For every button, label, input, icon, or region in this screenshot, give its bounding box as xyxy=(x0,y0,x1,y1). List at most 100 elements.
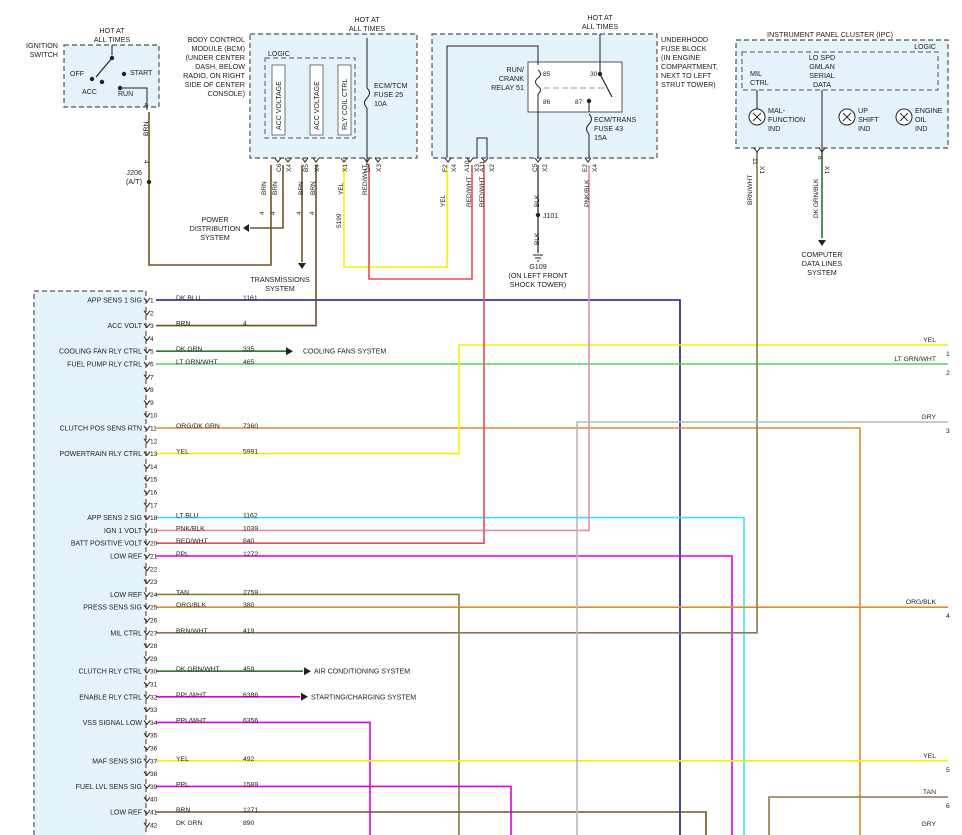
ipc-pin-connector-icon xyxy=(753,147,761,153)
bcm-circuit-label: 5199 xyxy=(336,213,343,228)
ecm-wire-color: LT BLU xyxy=(176,513,199,520)
ecm-wire-color: PPL xyxy=(176,551,189,558)
ecm-circuit-number: 7360 xyxy=(243,423,258,430)
ecm-circuit-number: 1039 xyxy=(243,525,258,532)
bcm-title: CONSOLE) xyxy=(207,89,245,98)
ecm-pin-connector-icon xyxy=(143,707,151,713)
ecm-pin-signal: LOW REF xyxy=(110,810,142,817)
bcm-fuse-label: ECM/TCM xyxy=(374,81,408,90)
right-reference-wire: GRY xyxy=(921,414,936,421)
ecm-pin-signal: POWERTRAIN RLY CTRL xyxy=(60,451,143,458)
relay-pin-label: 86 xyxy=(543,99,551,106)
ufb-wire-label: RED/WHT xyxy=(466,177,473,207)
ufb-title: (IN ENGINE xyxy=(661,53,700,62)
bcm-title: (UNDER CENTER xyxy=(186,53,246,62)
lamp-filament xyxy=(842,112,852,122)
indicator-label: MAL- xyxy=(768,106,786,115)
ecm-pin-connector-icon xyxy=(143,758,151,764)
bcm-wire-label: BRN xyxy=(310,181,317,195)
ecm-wire-color: DK GRN xyxy=(176,346,203,353)
ecm-pin-number: 5 xyxy=(150,349,154,356)
wire-ppl-1272 xyxy=(156,555,733,835)
arrow-down-icon xyxy=(818,240,826,246)
indicator-label: IND xyxy=(858,124,870,133)
ecm-pin-number: 32 xyxy=(150,694,158,701)
wire-ppl-wht-6356 xyxy=(156,721,371,835)
ignition-switch-box xyxy=(63,44,160,108)
bcm-pin-label: X1 xyxy=(342,164,349,172)
ecm-wire-color: ORG/DK GRN xyxy=(176,423,220,430)
bcm-fuse-label: FUSE 25 xyxy=(374,90,403,99)
ecm-pin-number: 13 xyxy=(150,451,158,458)
relay-pin-label: 87 xyxy=(575,99,583,106)
ipc-pin-connector-icon xyxy=(818,147,826,153)
ignition-pin: 4 xyxy=(142,103,149,107)
ecm-circuit-number: 335 xyxy=(243,346,255,353)
ecm-pin-connector-icon xyxy=(143,361,151,367)
ecm-pin-connector-icon xyxy=(143,323,151,329)
ufb-hot-label: ALL TIMES xyxy=(582,22,619,31)
bcm-pin-label: B5 xyxy=(303,164,310,172)
ecm-pin-connector-icon xyxy=(143,553,151,559)
ecm-pin-connector-icon xyxy=(143,387,151,393)
cooling-fans-system-label: COOLING FANS SYSTEM xyxy=(303,349,386,356)
ecm-pin-connector-icon xyxy=(143,720,151,726)
ufb-pin-label: F2 xyxy=(442,164,449,172)
bcm-pin-connector-icon xyxy=(312,157,320,163)
relay-label: CRANK xyxy=(499,74,524,83)
bcm-wire-label: YEL xyxy=(338,182,345,195)
arrow-right-icon xyxy=(304,667,311,676)
ecm-pin-number: 9 xyxy=(150,400,154,407)
ignition-start-label: START xyxy=(130,70,153,77)
bcm-pin-label: X4 xyxy=(314,164,321,172)
ecm-pin-connector-icon xyxy=(143,310,151,316)
ecm-pin-signal: COOLING FAN RLY CTRL xyxy=(59,349,142,356)
ipc-mil-ctrl-label: CTRL xyxy=(750,78,769,87)
ecm-pin-connector-icon xyxy=(143,579,151,585)
ecm-circuit-number: 840 xyxy=(243,538,255,545)
bcm-logic-cell xyxy=(309,64,324,136)
ufb-pin-label: X2 xyxy=(489,164,496,172)
right-reference-number: 2 xyxy=(946,370,950,377)
indicator-label: FUNCTION xyxy=(768,115,805,124)
ecm-pin-number: 1 xyxy=(150,298,154,305)
ecm-pin-connector-icon xyxy=(143,464,151,470)
right-reference-wire: GRY xyxy=(921,821,936,828)
ecm-pin-number: 17 xyxy=(150,502,158,509)
ufb-title: UNDERHOOD xyxy=(661,35,708,44)
splice-j101-dot xyxy=(535,212,541,218)
indicator-label: OIL xyxy=(915,115,927,124)
ufb-pin-connector-icon xyxy=(534,157,542,163)
ufb-internal-bus xyxy=(476,137,488,158)
bcm-title: DASH, BELOW xyxy=(195,62,245,71)
indicator-label: SHIFT xyxy=(858,115,879,124)
bcm-pin-connector-icon xyxy=(301,157,309,163)
ecm-pin-signal: FUEL LVL SENS SIG xyxy=(76,784,142,791)
ecm-wire-color: DK GRN xyxy=(176,820,203,827)
ecm-pin-number: 21 xyxy=(150,554,158,561)
bcm-logic-cell xyxy=(337,64,352,136)
ecm-wire-color: PPL xyxy=(176,781,189,788)
ecm-pin-connector-icon xyxy=(143,297,151,303)
ecm-pin-signal: ENABLE RLY CTRL xyxy=(79,694,142,701)
ecm-pin-signal: CLUTCH POS SENS RTN xyxy=(60,426,142,433)
arrow-left-icon xyxy=(243,224,249,232)
wire-brn-1271 xyxy=(156,811,707,835)
wire-tan-2759 xyxy=(156,593,460,835)
ecm-pin-number: 22 xyxy=(150,566,158,573)
ecm-pin-signal: ACC VOLT xyxy=(108,323,143,330)
ufb-pin-label: X4 xyxy=(451,164,458,172)
right-reference-number: 5 xyxy=(946,767,950,774)
starting-charging-system-label: STARTING/CHARGING SYSTEM xyxy=(311,694,416,701)
ipc-pin-label: 8 xyxy=(816,156,823,160)
ecm-pin-number: 20 xyxy=(150,541,158,548)
power-distribution-label: SYSTEM xyxy=(200,233,230,242)
ecm-pin-number: 38 xyxy=(150,771,158,778)
ecm-wire-color: RED/WHT xyxy=(176,538,208,545)
ecm-pin-connector-icon xyxy=(143,694,151,700)
ecm-pin-connector-icon xyxy=(143,451,151,457)
ecm-wire-color: LT GRN/WHT xyxy=(176,359,218,366)
bcm-pin-label: X4 xyxy=(286,164,293,172)
ecm-pin-connector-icon xyxy=(143,809,151,815)
